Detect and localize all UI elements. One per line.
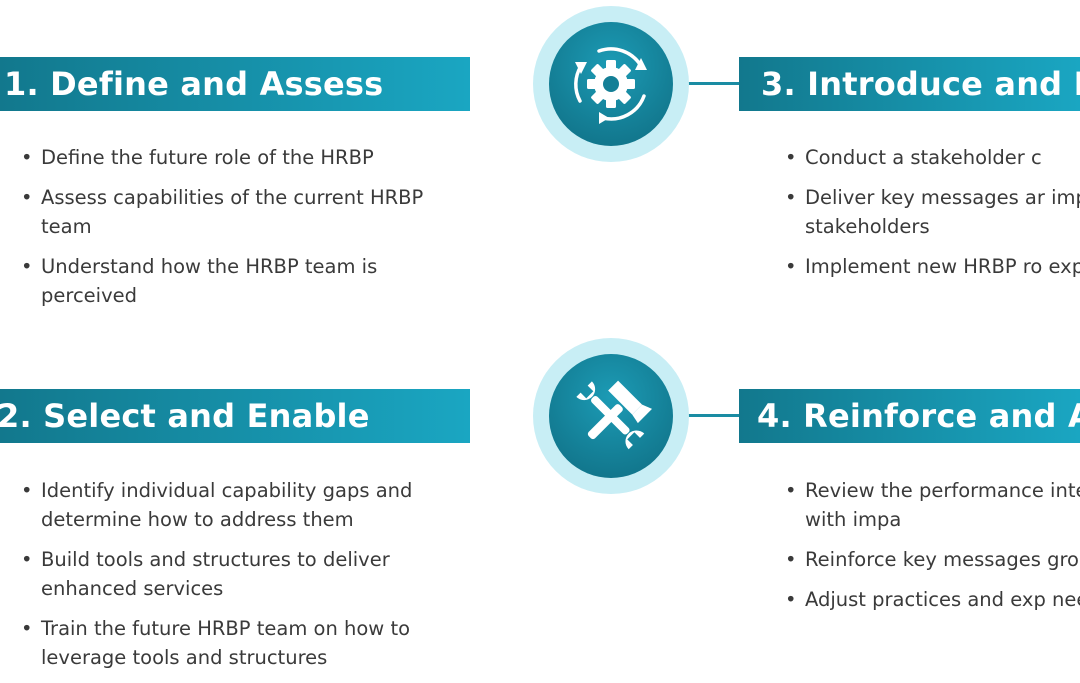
step-2-bullet: Build tools and structures to deliver en… — [21, 545, 461, 603]
step-2-bullet-list: Identify individual capability gaps and … — [21, 476, 461, 683]
step-4-bullet: Review the performance internally and wi… — [785, 476, 1080, 534]
step-3-bullet: Conduct a stakeholder c — [785, 143, 1080, 172]
step-4-banner: 4. Reinforce and A — [739, 389, 1080, 443]
step-3-banner: 3. Introduce and I — [739, 57, 1080, 111]
hammer-wrench-icon — [576, 380, 653, 450]
step-3-badge — [533, 6, 689, 162]
step-2-title: 2. Select and Enable — [0, 397, 370, 435]
step-4-title: 4. Reinforce and A — [757, 397, 1080, 435]
connector-line-top — [686, 82, 742, 85]
connector-line-bottom — [686, 414, 742, 417]
step-1-bullet: Assess capabilities of the current HRBP … — [21, 183, 461, 241]
step-4-bullet-list: Review the performance internally and wi… — [785, 476, 1080, 614]
step-3-bullet: Deliver key messages ar impacted stakeho… — [785, 183, 1080, 241]
step-4-bullet: Reinforce key messages groups — [785, 545, 1080, 574]
step-2-bullet: Train the future HRBP team on how to lev… — [21, 614, 461, 672]
step-4-badge — [533, 338, 689, 494]
step-3-bullet: Implement new HRBP ro expectations — [785, 252, 1080, 281]
step-1-bullet: Define the future role of the HRBP — [21, 143, 461, 172]
step-1-bullet-list: Define the future role of the HRBP Asses… — [21, 143, 461, 321]
step-3-bullet-list: Conduct a stakeholder c Deliver key mess… — [785, 143, 1080, 281]
step-2-banner: 2. Select and Enable — [0, 389, 470, 443]
step-1-banner: 1. Define and Assess — [0, 57, 470, 111]
step-1-title: 1. Define and Assess — [4, 65, 384, 103]
step-4-bullet: Adjust practices and exp needed — [785, 585, 1080, 614]
step-2-bullet: Identify individual capability gaps and … — [21, 476, 461, 534]
step-1-bullet: Understand how the HRBP team is perceive… — [21, 252, 461, 310]
step-3-title: 3. Introduce and I — [761, 65, 1080, 103]
gear-cycle-icon — [574, 47, 647, 124]
